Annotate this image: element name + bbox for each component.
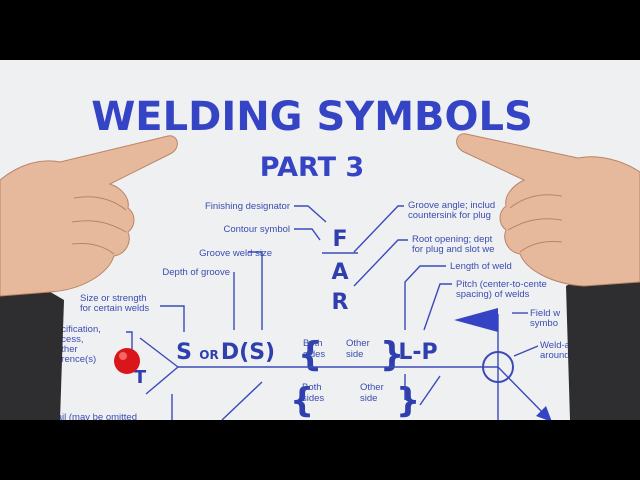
both-sides-label-1: Both bbox=[303, 338, 323, 349]
label-spec-2: ocess, bbox=[56, 334, 83, 345]
label-contour: Contour symbol bbox=[223, 224, 290, 235]
label-groove-size: Groove weld size bbox=[199, 248, 272, 259]
tail-upper bbox=[139, 337, 179, 368]
label-pitch-2: spacing) of welds bbox=[456, 289, 530, 300]
whiteboard: WELDING SYMBOLS PART 3 Finishing designa… bbox=[0, 60, 640, 420]
other-side-label-2: side bbox=[346, 349, 363, 360]
label-depth: Depth of groove bbox=[162, 267, 230, 278]
field-weld-flag-icon bbox=[454, 308, 498, 332]
leader-groove-size bbox=[248, 251, 263, 330]
page-subtitle: PART 3 bbox=[260, 152, 364, 183]
both-sides-label-4: sides bbox=[302, 393, 324, 404]
label-length: Length of weld bbox=[450, 261, 512, 272]
leader-around bbox=[513, 345, 539, 357]
label-groove-angle-2: countersink for plug bbox=[408, 210, 491, 221]
leader-pitch bbox=[423, 283, 452, 331]
label-spec-4: erence(s) bbox=[56, 354, 96, 365]
label-groove-angle-1: Groove angle; includ bbox=[408, 200, 495, 211]
both-sides-label-3: Both bbox=[302, 382, 322, 393]
label-field-2: symbo bbox=[530, 318, 558, 329]
brace-right-top: } bbox=[380, 335, 404, 375]
label-size-strength-2: for certain welds bbox=[80, 303, 149, 314]
weld-all-around-icon bbox=[482, 351, 514, 383]
label-pitch-1: Pitch (center-to-cente bbox=[456, 279, 547, 290]
label-around-1: Weld-a bbox=[540, 340, 571, 351]
symbol-ds: D(S) bbox=[221, 340, 275, 365]
symbol-a: A bbox=[331, 260, 348, 285]
symbol-t: T bbox=[134, 367, 147, 388]
leader-length bbox=[404, 265, 446, 330]
label-finishing: Finishing designator bbox=[205, 201, 290, 212]
brace-right-bottom: } bbox=[396, 381, 420, 420]
leader-contour bbox=[294, 228, 321, 241]
symbol-f: F bbox=[332, 227, 347, 252]
other-side-label-1: Other bbox=[346, 338, 370, 349]
leader-size-strength bbox=[160, 305, 185, 332]
leader-spec bbox=[126, 331, 133, 354]
page-title: WELDING SYMBOLS bbox=[91, 94, 533, 140]
leader-lower-1 bbox=[221, 381, 263, 420]
label-tail: Tail (may be omitted bbox=[52, 412, 137, 420]
brace-left-top: { bbox=[298, 335, 322, 375]
red-magnet-pin bbox=[114, 348, 140, 374]
label-spec-1: ecification, bbox=[56, 324, 101, 335]
other-side-label-3: Other bbox=[360, 382, 384, 393]
other-side-label-4: side bbox=[360, 393, 377, 404]
label-size-strength-1: Size or strength bbox=[80, 293, 147, 304]
leader-groove-angle bbox=[353, 205, 404, 253]
label-root-2: for plug and slot we bbox=[412, 244, 494, 255]
leader-lower-3 bbox=[419, 375, 441, 406]
label-around-2: around bbox=[540, 350, 570, 361]
right-hand-pointing bbox=[456, 133, 640, 420]
pin-highlight bbox=[119, 352, 127, 360]
label-spec-3: other bbox=[56, 344, 78, 355]
leader-root bbox=[353, 239, 408, 287]
left-hand-pointing bbox=[0, 135, 178, 420]
symbol-or: OR bbox=[199, 348, 218, 362]
brace-left-bottom: { bbox=[290, 381, 314, 420]
welding-diagram: WELDING SYMBOLS PART 3 Finishing designa… bbox=[0, 94, 640, 420]
tail-lower bbox=[145, 366, 179, 395]
label-root-1: Root opening; dept bbox=[412, 234, 493, 245]
symbol-s: S bbox=[176, 340, 192, 365]
leader-finishing bbox=[294, 205, 327, 223]
symbol-r: R bbox=[332, 290, 349, 315]
both-sides-label-2: sides bbox=[303, 349, 325, 360]
symbol-lp: L-P bbox=[398, 340, 437, 365]
arrow-line bbox=[497, 366, 549, 419]
arrow-head-icon bbox=[536, 406, 552, 420]
label-field-1: Field w bbox=[530, 308, 560, 319]
